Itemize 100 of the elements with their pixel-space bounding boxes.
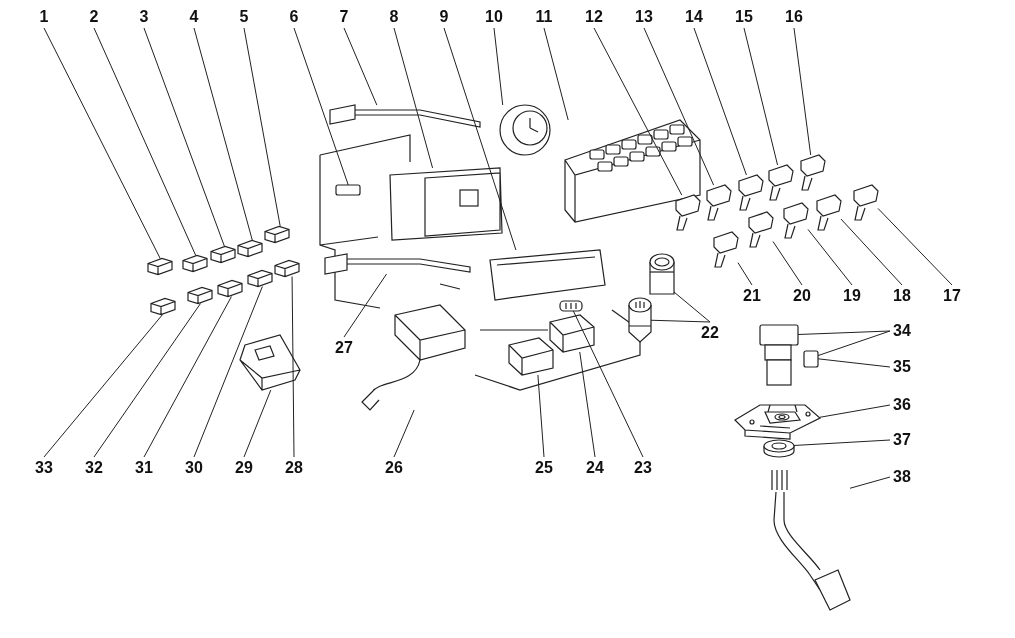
leader-line — [343, 27, 378, 106]
leader-line — [193, 27, 253, 241]
leader-line — [143, 296, 232, 458]
leader-line — [737, 262, 753, 286]
leader-line — [793, 27, 812, 156]
socket-drawing — [628, 297, 652, 343]
callout-number: 23 — [634, 459, 652, 477]
switch-drawing — [738, 174, 764, 211]
switch-drawing — [182, 254, 208, 273]
callout-number: 12 — [585, 8, 603, 26]
leader-line — [291, 276, 295, 458]
callout-number: 19 — [843, 287, 861, 305]
callout-number: 20 — [793, 287, 811, 305]
leader-line — [93, 27, 197, 256]
switch-drawing — [559, 300, 583, 312]
switch-drawing — [748, 211, 774, 248]
leader-line — [543, 27, 569, 121]
vent-drawing — [549, 314, 595, 353]
callout-number: 33 — [35, 459, 53, 477]
leader-line — [593, 27, 683, 196]
switch-drawing — [210, 245, 236, 264]
switch-drawing — [800, 154, 826, 191]
leader-line — [43, 27, 161, 259]
callout-number: 36 — [893, 396, 911, 414]
callout-number: 37 — [893, 431, 911, 449]
callout-number: 16 — [785, 8, 803, 26]
callout-number: 14 — [685, 8, 703, 26]
callout-number: 35 — [893, 358, 911, 376]
callout-number: 32 — [85, 459, 103, 477]
clock-drawing — [499, 104, 551, 156]
switch-drawing — [247, 269, 273, 288]
leader-line — [817, 358, 891, 368]
callout-number: 38 — [893, 468, 911, 486]
switch-drawing — [768, 164, 794, 201]
leader-line — [849, 476, 891, 489]
leader-line — [819, 404, 891, 418]
leader-line — [393, 409, 415, 458]
switch-drawing — [217, 279, 243, 298]
switch-drawing — [239, 334, 301, 391]
wiring-harness-drawing — [329, 104, 481, 128]
switch-block-drawing — [564, 119, 701, 223]
leader-line — [493, 27, 504, 106]
leader-line — [772, 241, 803, 286]
control-panel-drawing — [389, 167, 503, 241]
tray-drawing — [489, 249, 606, 301]
callout-number: 4 — [189, 8, 199, 26]
switch-drawing — [706, 184, 732, 221]
switch-drawing — [264, 225, 290, 244]
leader-line — [650, 319, 711, 323]
bezel-drawing — [734, 404, 822, 440]
callout-number: 18 — [893, 287, 911, 305]
callout-number: 6 — [289, 8, 299, 26]
leader-line — [693, 27, 747, 176]
switch-drawing — [713, 231, 739, 268]
switch-drawing — [150, 297, 176, 316]
leader-line — [579, 351, 596, 458]
leader-line — [393, 27, 434, 169]
callout-number: 26 — [385, 459, 403, 477]
callout-number: 8 — [389, 8, 399, 26]
switch-drawing — [147, 257, 173, 276]
leader-line — [743, 27, 779, 166]
callout-number: 3 — [139, 8, 149, 26]
leader-line — [537, 374, 545, 458]
leader-line — [43, 314, 164, 458]
leader-line — [193, 286, 263, 458]
switch-drawing — [675, 194, 701, 231]
leader-line — [643, 27, 715, 186]
leader-line — [673, 291, 711, 323]
callout-number: 11 — [535, 8, 553, 26]
switch-panel-drawing — [361, 304, 466, 411]
vent-drawing — [508, 337, 554, 376]
callout-number: 9 — [439, 8, 449, 26]
switch-drawing — [274, 259, 300, 278]
leader-line — [143, 27, 225, 247]
leader-line — [572, 310, 644, 458]
leader-line — [343, 273, 388, 338]
leader-line — [877, 207, 953, 286]
leader-line — [93, 303, 201, 458]
callout-number: 30 — [185, 459, 203, 477]
callout-number: 31 — [135, 459, 153, 477]
switch-drawing — [853, 184, 879, 221]
callout-number: 34 — [893, 322, 911, 340]
callout-number: 5 — [239, 8, 249, 26]
callout-number: 15 — [735, 8, 753, 26]
cable-drawing — [771, 469, 851, 611]
callout-number: 24 — [586, 459, 604, 477]
leader-line — [807, 228, 853, 286]
leader-line — [793, 439, 891, 446]
leader-line — [797, 330, 891, 335]
leader-line — [243, 27, 281, 227]
leader-line — [243, 389, 272, 458]
bulb-drawing — [335, 184, 361, 196]
callout-number: 25 — [535, 459, 553, 477]
callout-number: 7 — [339, 8, 349, 26]
switch-drawing — [237, 239, 263, 258]
callout-number: 2 — [89, 8, 99, 26]
callout-number: 27 — [335, 339, 353, 357]
lighter-drawing — [649, 253, 675, 295]
callout-number: 17 — [943, 287, 961, 305]
nut-drawing — [763, 439, 795, 458]
